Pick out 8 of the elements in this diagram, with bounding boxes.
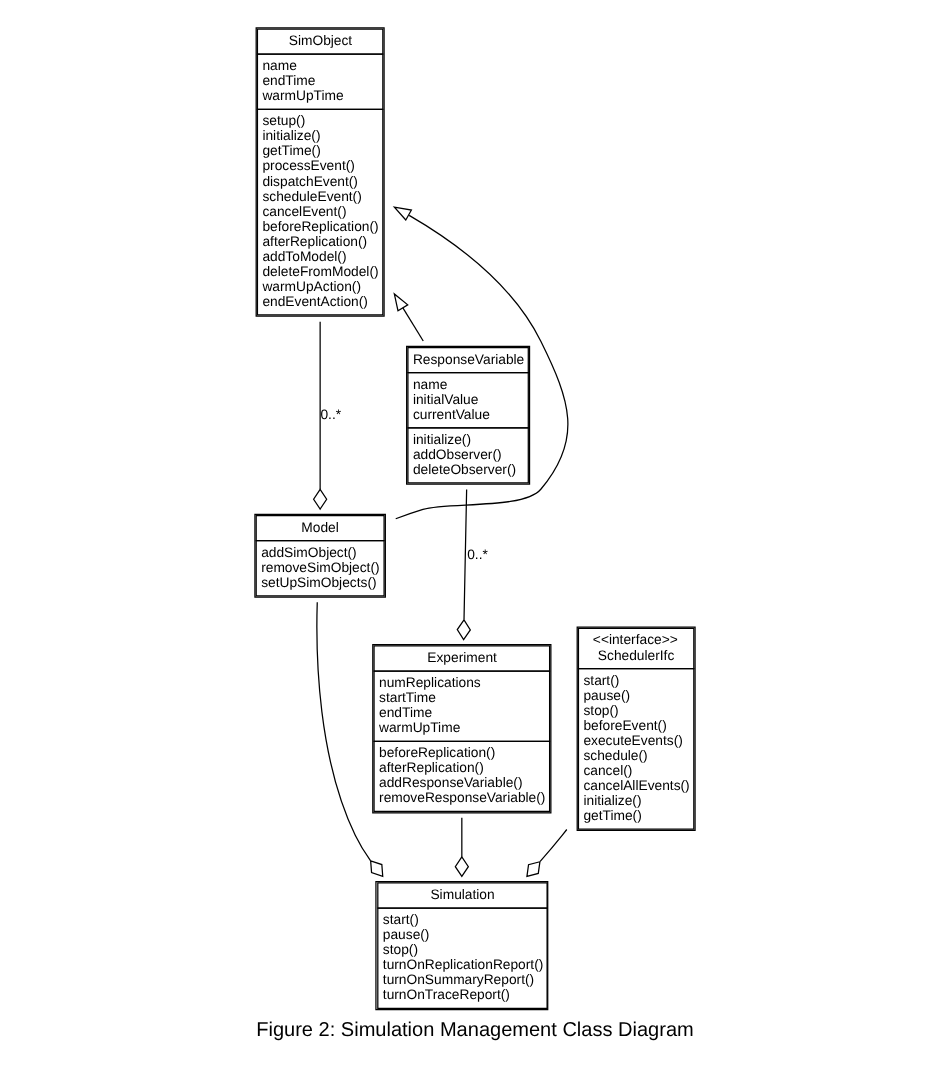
connector: [315, 601, 383, 878]
arrow: [391, 206, 568, 520]
arrow: [392, 292, 423, 342]
connector: [453, 817, 469, 878]
connector: [525, 828, 567, 878]
caption: Figure 2: Simulation Management Class Diagram: [255, 1019, 693, 1042]
connector: [311, 321, 327, 511]
connector: [455, 488, 471, 641]
